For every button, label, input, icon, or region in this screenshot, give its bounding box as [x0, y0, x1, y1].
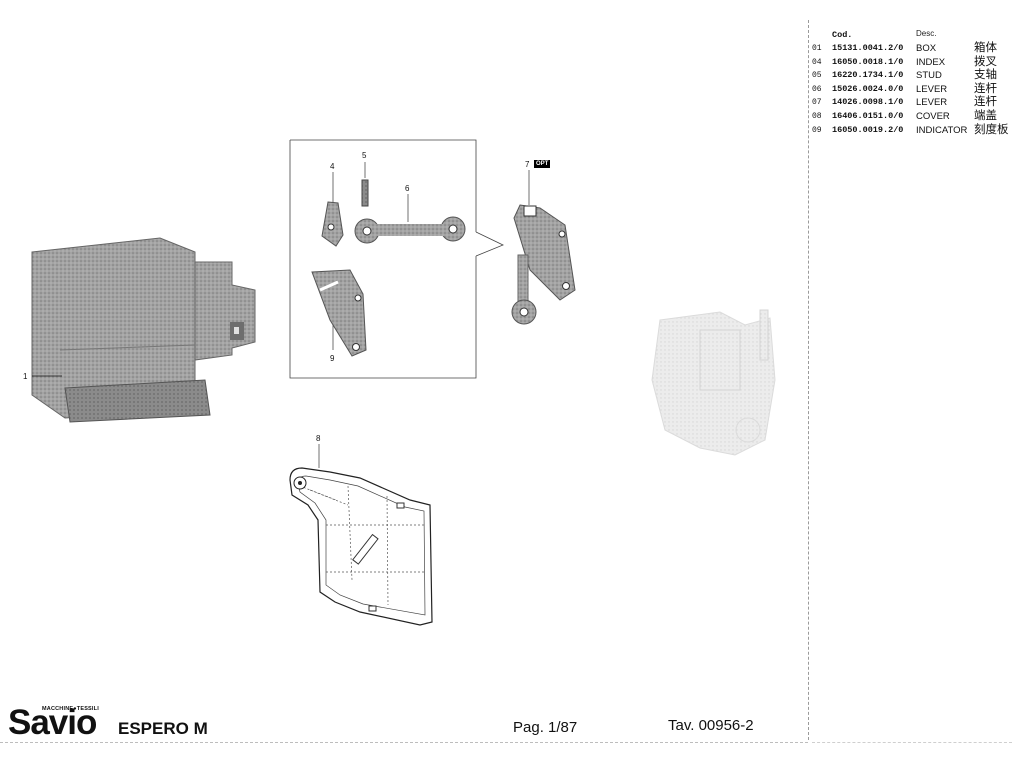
row-description: INDEX [916, 56, 946, 68]
part-5-stud [361, 162, 369, 207]
row-position: 08 [812, 111, 822, 121]
row-position: 01 [812, 44, 822, 53]
row-code: 15131.0041.2/0 [832, 43, 904, 53]
part-9-indicator [311, 269, 367, 357]
row-description: BOX [916, 43, 937, 54]
header-code: Cod. [832, 30, 853, 40]
table-row: 01 15131.0041.2/0 BOX 箱体 [812, 42, 1018, 56]
header-description: Desc. [916, 29, 937, 38]
footer-rule [0, 742, 808, 743]
callout-1: 1 [23, 372, 28, 381]
table-row: 04 16050.0018.1/0 INDEX 拨叉 [812, 56, 1018, 70]
table-number: Tav. 00956-2 [668, 717, 754, 734]
page-number: Pag. 1/87 [513, 719, 578, 736]
row-code: 14026.0098.1/0 [832, 97, 904, 108]
table-row: 08 16406.0151.0/0 COVER 端盖 [812, 110, 1018, 124]
table-row: 07 14026.0098.1/0 LEVER 连杆 [812, 96, 1018, 110]
row-description-cn: 刻度板 [974, 123, 1009, 136]
callout-7: 7 [525, 160, 530, 169]
row-description: INDICATOR [916, 124, 968, 136]
row-position: 06 [812, 84, 822, 94]
row-description-cn: 连杆 [974, 82, 997, 95]
footer-rule-right [812, 742, 1012, 743]
column-divider [808, 20, 809, 740]
opt-badge: OPT [534, 160, 551, 168]
row-position: 09 [812, 125, 822, 135]
callout-6: 6 [405, 184, 410, 193]
row-description-cn: 连杆 [974, 96, 997, 109]
brand-logo: Savio [8, 703, 97, 742]
callout-8: 8 [316, 434, 321, 443]
parts-list-table: Cod. Desc. 01 15131.0041.2/0 BOX 箱体 04 1… [812, 29, 1018, 138]
table-row: 05 16220.1734.1/0 STUD 支轴 [812, 69, 1018, 83]
parts-list-header: Cod. Desc. [812, 29, 1018, 42]
row-code: 16050.0018.1/0 [832, 56, 904, 67]
row-position: 07 [812, 98, 822, 108]
row-description-cn: 支轴 [974, 69, 997, 82]
callout-9: 9 [330, 354, 335, 363]
table-row: 06 15026.0024.0/0 LEVER 连杆 [812, 83, 1018, 97]
part-8-cover [289, 444, 433, 626]
row-code: 15026.0024.0/0 [832, 83, 904, 94]
part-1-box [31, 237, 256, 423]
row-code: 16050.0019.2/0 [832, 124, 904, 135]
row-description: COVER [916, 110, 950, 122]
row-description-cn: 端盖 [974, 109, 997, 122]
brand-tagline: MACCHINE●TESSILI [42, 706, 99, 712]
row-code: 16220.1734.1/0 [832, 70, 904, 81]
callout-4: 4 [330, 162, 335, 171]
row-description: STUD [916, 70, 942, 82]
row-description: LEVER [916, 97, 948, 109]
row-position: 05 [812, 71, 822, 81]
part-7-lever [511, 170, 576, 325]
row-code: 16406.0151.0/0 [832, 110, 904, 121]
part-6-lever [354, 194, 466, 244]
row-position: 04 [812, 57, 822, 67]
row-description-cn: 拨叉 [974, 55, 997, 68]
row-description-cn: 箱体 [974, 42, 997, 54]
reference-machine-thumbnail [651, 309, 776, 456]
part-4-index [321, 172, 344, 247]
exploded-view-drawing: 1 4 5 6 7 8 9 [23, 139, 776, 626]
kit-frame [289, 139, 504, 379]
callout-5: 5 [362, 151, 367, 160]
machine-model: ESPERO M [118, 719, 208, 738]
row-description: LEVER [916, 83, 948, 95]
table-row: 09 16050.0019.2/0 INDICATOR 刻度板 [812, 124, 1018, 138]
